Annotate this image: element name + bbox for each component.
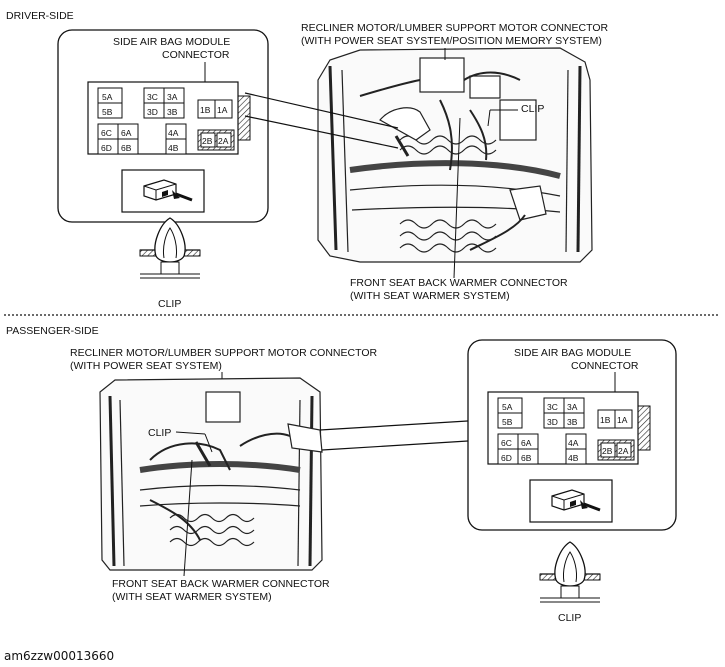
driver-clip-fastener	[139, 217, 201, 279]
pin-label: 2B	[602, 446, 613, 456]
pin-label: 6B	[521, 453, 532, 463]
passenger-recliner-label-line1: RECLINER MOTOR/LUMBER SUPPORT MOTOR CONN…	[70, 347, 377, 359]
pin-label: 6D	[501, 453, 512, 463]
pin-label: 6A	[521, 438, 532, 448]
pin-label: 3B	[567, 417, 578, 427]
passenger-warmer-label-line2: (WITH SEAT WARMER SYSTEM)	[112, 591, 272, 603]
passenger-connector-face: 5A 5B 3C 3A 3D 3B 1B 1A 6C 6A 6D 6B 4A 4…	[487, 391, 651, 465]
pin-label: 2A	[218, 136, 229, 146]
figure-code: am6zzw00013660	[4, 649, 114, 663]
pin-label: 3C	[547, 402, 558, 412]
pin-label: 5A	[102, 92, 113, 102]
pin-label: 2B	[202, 136, 213, 146]
pin-label: 5B	[502, 417, 513, 427]
driver-connector-face: 5A 5B 3C 3A 3D 3B 1B 1A 6C 6A 6D 6B 4A 4…	[87, 81, 251, 155]
pin-label: 3B	[167, 107, 178, 117]
driver-airbag-label-line1: SIDE AIR BAG MODULE	[113, 36, 230, 48]
pin-label: 6D	[101, 143, 112, 153]
passenger-airbag-callout: SIDE AIR BAG MODULE CONNECTOR 5A 5B 3C 3…	[467, 339, 677, 531]
pin-label: 5A	[502, 402, 513, 412]
pin-label: 3A	[567, 402, 578, 412]
driver-seat-back	[317, 47, 593, 263]
pin-label: 2A	[618, 446, 629, 456]
pin-label: 4A	[168, 128, 179, 138]
pin-label: 6C	[501, 438, 512, 448]
pin-label: 6C	[101, 128, 112, 138]
driver-airbag-label-line2: CONNECTOR	[162, 49, 230, 61]
pin-label: 1A	[217, 105, 228, 115]
driver-warmer-label-line2: (WITH SEAT WARMER SYSTEM)	[350, 290, 510, 302]
driver-fastener-clip-label: CLIP	[158, 298, 181, 310]
pin-label: 5B	[102, 107, 113, 117]
pin-label: 6B	[121, 143, 132, 153]
passenger-airbag-label-line2: CONNECTOR	[571, 360, 639, 372]
passenger-airbag-label-line1: SIDE AIR BAG MODULE	[514, 347, 631, 359]
driver-plug-icon	[120, 168, 206, 214]
passenger-warmer-label-line1: FRONT SEAT BACK WARMER CONNECTOR	[112, 578, 330, 590]
driver-recliner-label-line1: RECLINER MOTOR/LUMBER SUPPORT MOTOR CONN…	[301, 22, 608, 34]
driver-section-title: DRIVER-SIDE	[6, 10, 74, 22]
passenger-plug-icon	[528, 478, 614, 524]
pin-label: 3C	[147, 92, 158, 102]
passenger-clip-label: CLIP	[148, 427, 171, 439]
passenger-clip-fastener	[539, 541, 601, 603]
pin-label: 4B	[168, 143, 179, 153]
driver-recliner-label-line2: (WITH POWER SEAT SYSTEM/POSITION MEMORY …	[301, 35, 602, 47]
pin-label: 3D	[547, 417, 558, 427]
pin-label: 6A	[121, 128, 132, 138]
pin-label: 4B	[568, 453, 579, 463]
driver-airbag-callout: SIDE AIR BAG MODULE CONNECTOR 5A 5B 3C 3…	[57, 29, 269, 223]
pin-label: 1B	[200, 105, 211, 115]
pin-label: 3D	[147, 107, 158, 117]
driver-warmer-label-line1: FRONT SEAT BACK WARMER CONNECTOR	[350, 277, 568, 289]
pin-label: 3A	[167, 92, 178, 102]
driver-clip-label: CLIP	[521, 103, 544, 115]
passenger-fastener-clip-label: CLIP	[558, 612, 581, 624]
pin-label: 1A	[617, 415, 628, 425]
passenger-seat-back	[99, 377, 323, 571]
passenger-section-title: PASSENGER-SIDE	[6, 325, 99, 337]
passenger-recliner-label-line2: (WITH POWER SEAT SYSTEM)	[70, 360, 222, 372]
pin-label: 1B	[600, 415, 611, 425]
pin-label: 4A	[568, 438, 579, 448]
